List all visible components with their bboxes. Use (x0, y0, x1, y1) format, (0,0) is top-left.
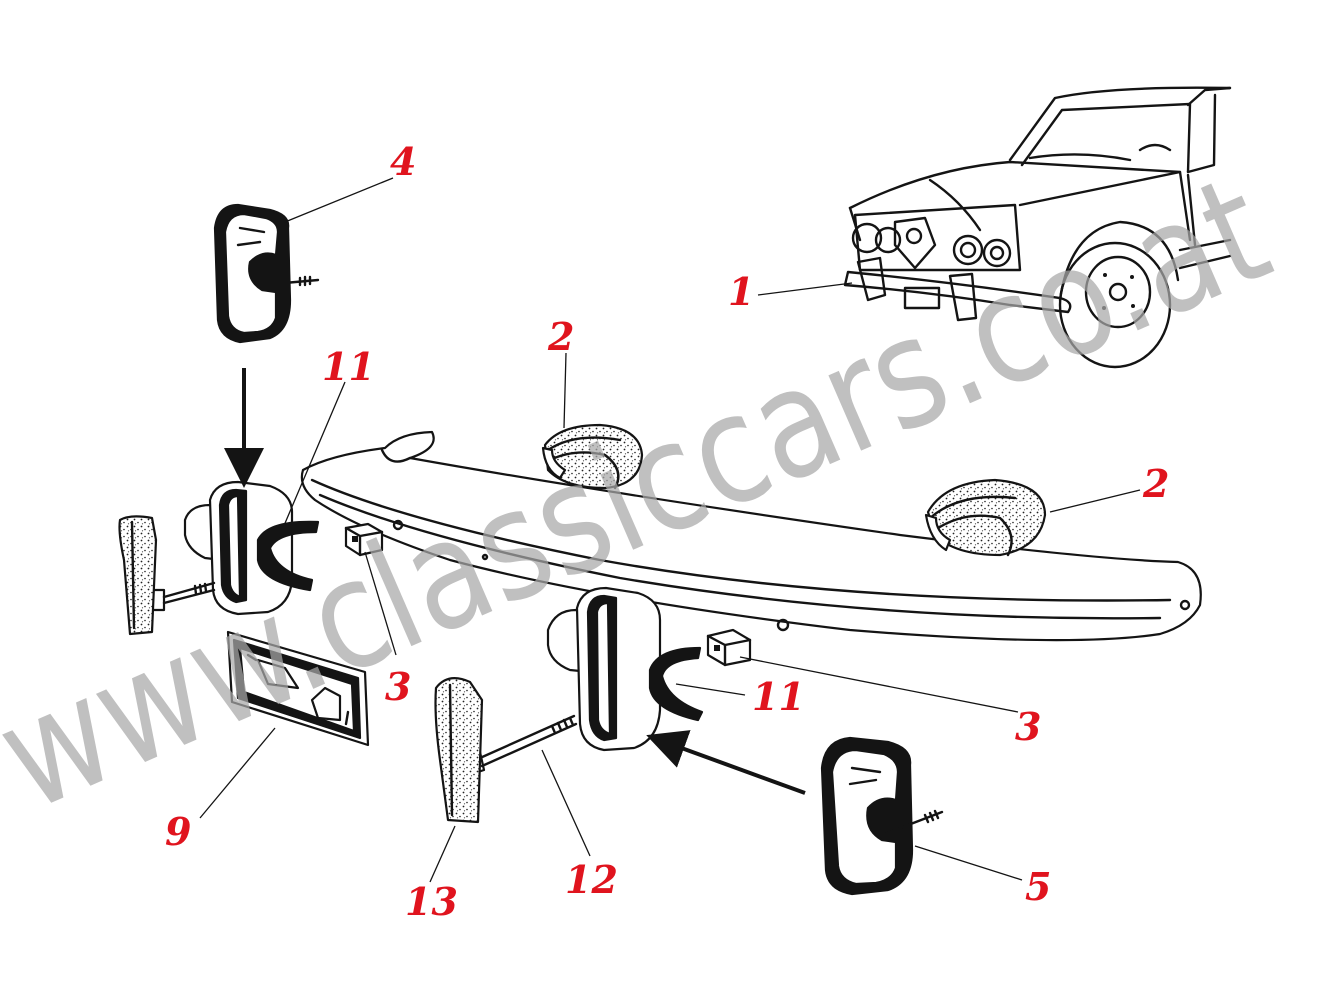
callout-4: 4 (390, 139, 416, 184)
leader-lines (199, 177, 1141, 883)
callout-2: 2 (1142, 461, 1169, 506)
car-front-view-icon (843, 86, 1232, 369)
callout-12: 12 (565, 857, 618, 902)
overrider-guard-icon (820, 736, 944, 896)
rubber-seal-icon (648, 646, 704, 722)
rubber-strip-icon (118, 515, 158, 636)
bolt-icon (466, 714, 578, 776)
callout-13: 13 (405, 879, 458, 924)
plate-mount-icon (226, 630, 370, 747)
rubber-strip-icon (434, 677, 484, 824)
overrider-rubber-icon (924, 478, 1047, 557)
bumper-bar-icon (300, 430, 1202, 642)
callout-1: 1 (728, 269, 754, 314)
assembly-arrow-icon (646, 730, 806, 795)
callout-11: 11 (322, 344, 375, 389)
mounting-block-icon (344, 522, 384, 557)
callout-11: 11 (752, 674, 805, 719)
callout-5: 5 (1025, 864, 1051, 909)
mounting-block-icon (706, 628, 752, 667)
callout-3: 3 (385, 664, 411, 709)
callout-labels: 1 2 2 3 3 4 5 9 11 11 12 13 (165, 139, 1169, 924)
overrider-guard-icon (183, 480, 294, 616)
overrider-guard-icon (213, 203, 320, 344)
callout-3: 3 (1015, 704, 1041, 749)
overrider-guard-icon (546, 586, 662, 752)
rubber-seal-icon (256, 520, 320, 592)
overrider-rubber-icon (541, 423, 644, 490)
callout-9: 9 (165, 809, 191, 854)
callout-2: 2 (547, 314, 574, 359)
